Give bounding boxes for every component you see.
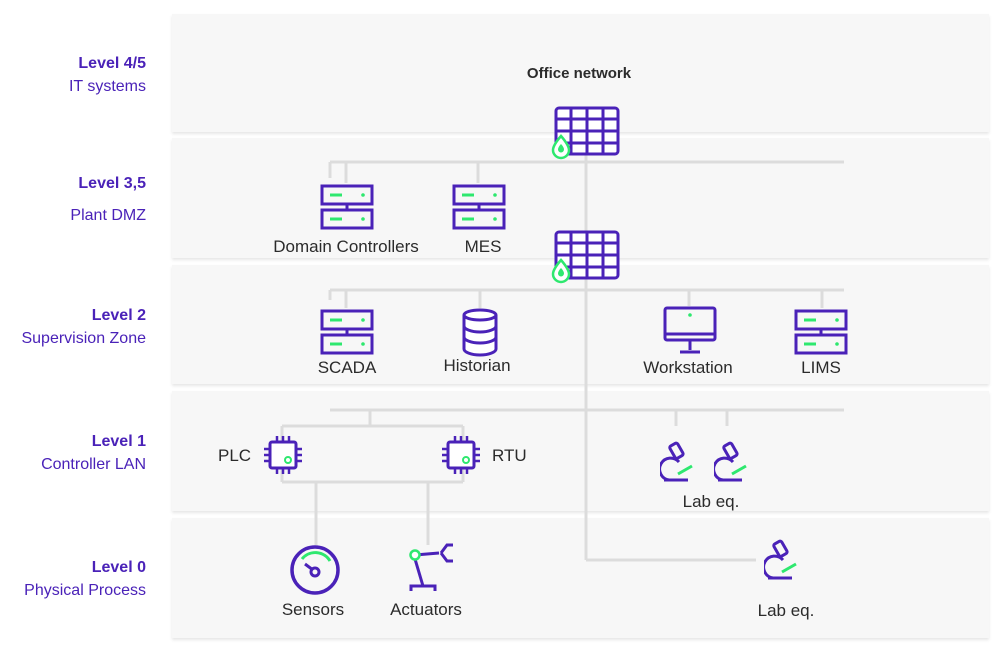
microscope-icon: [660, 441, 693, 482]
level-title: Level 0: [91, 559, 146, 576]
rtu-label: RTU: [492, 446, 527, 465]
level-title: Level 3,5: [78, 175, 146, 192]
office-network-label: Office network: [526, 65, 632, 82]
gauge-icon: [290, 545, 340, 595]
level-2-label: Level 2 Supervision Zone: [21, 304, 146, 350]
lab-eq-level-1-label: Lab eq.: [682, 492, 740, 511]
microscope-icon: [764, 539, 797, 580]
server-icon: [320, 184, 374, 230]
database-icon: [462, 308, 498, 357]
level-title: Level 2: [91, 307, 146, 324]
level-0-label: Level 0 Physical Process: [24, 556, 146, 602]
sensors-label: Sensors: [281, 600, 345, 619]
level-subtitle: Supervision Zone: [21, 330, 146, 347]
lab-eq-level-0-label: Lab eq.: [757, 601, 815, 620]
level-subtitle: Physical Process: [24, 582, 146, 599]
monitor-icon: [663, 306, 717, 354]
domain-controllers-label: Domain Controllers: [273, 237, 419, 256]
plc-label: PLC: [218, 446, 252, 465]
level-subtitle: Controller LAN: [41, 456, 146, 473]
lims-label: LIMS: [801, 358, 841, 377]
workstation-label: Workstation: [643, 358, 733, 377]
firewall-icon: [551, 106, 620, 160]
level-4-5-label: Level 4/5 IT systems: [69, 52, 146, 98]
level-1-label: Level 1 Controller LAN: [41, 430, 146, 476]
server-icon: [794, 309, 848, 355]
band-level-2: [172, 265, 989, 384]
firewall-icon: [551, 230, 620, 284]
server-icon: [452, 184, 506, 230]
robot-arm-icon: [409, 543, 453, 591]
level-title: Level 1: [91, 433, 146, 450]
microscope-icon: [714, 441, 747, 482]
mes-label: MES: [464, 237, 502, 256]
server-icon: [320, 309, 374, 355]
scada-label: SCADA: [317, 358, 377, 377]
chip-icon: [264, 436, 302, 474]
band-level-0: [172, 518, 989, 638]
historian-label: Historian: [443, 356, 511, 375]
level-title: Level 4/5: [78, 55, 146, 72]
level-subtitle: Plant DMZ: [70, 207, 146, 224]
level-subtitle: IT systems: [68, 78, 146, 95]
chip-icon: [442, 436, 480, 474]
level-3-5-label: Level 3,5 Plant DMZ: [70, 172, 146, 227]
actuators-label: Actuators: [390, 600, 462, 619]
